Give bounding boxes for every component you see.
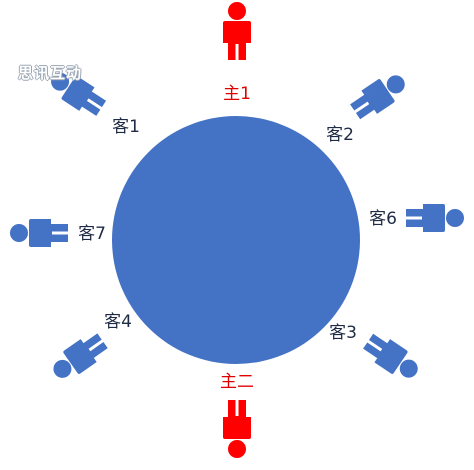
person-icon-host-2 [223, 400, 251, 458]
seat-label-host-2: 主二 [220, 372, 254, 392]
person-head [228, 2, 246, 20]
round-table [112, 116, 360, 364]
figures-layer [10, 2, 464, 458]
person-body [61, 76, 107, 116]
person-icon-guest-2 [350, 75, 405, 120]
person-icon-guest-3 [363, 333, 418, 378]
person-head [10, 224, 28, 242]
person-head [399, 359, 418, 378]
watermark-text: 思讯互动 [18, 64, 83, 82]
person-body [63, 333, 108, 374]
person-body [363, 333, 408, 374]
person-body [350, 79, 395, 120]
person-icon-guest-7 [10, 219, 68, 247]
person-body [223, 21, 251, 60]
person-body [29, 219, 68, 247]
seat-label-guest-6: 客6 [369, 209, 397, 229]
person-icon-guest-6 [406, 204, 464, 232]
person-icon-guest-1 [51, 72, 107, 116]
seat-label-guest-4: 客4 [104, 312, 132, 332]
person-head [228, 440, 246, 458]
person-head [51, 72, 70, 91]
seat-label-guest-2: 客2 [326, 125, 354, 145]
seat-label-guest-3: 客3 [329, 323, 357, 343]
seat-label-guest-1: 客1 [112, 117, 140, 137]
person-icon-guest-4 [53, 333, 108, 378]
person-head [53, 359, 72, 378]
person-head [446, 209, 464, 227]
person-icon-host-1 [223, 2, 251, 60]
person-head [386, 75, 405, 94]
seat-label-host-1: 主1 [223, 84, 251, 104]
person-body [223, 400, 251, 439]
person-body [406, 204, 445, 232]
seat-label-guest-7: 客7 [78, 224, 106, 244]
